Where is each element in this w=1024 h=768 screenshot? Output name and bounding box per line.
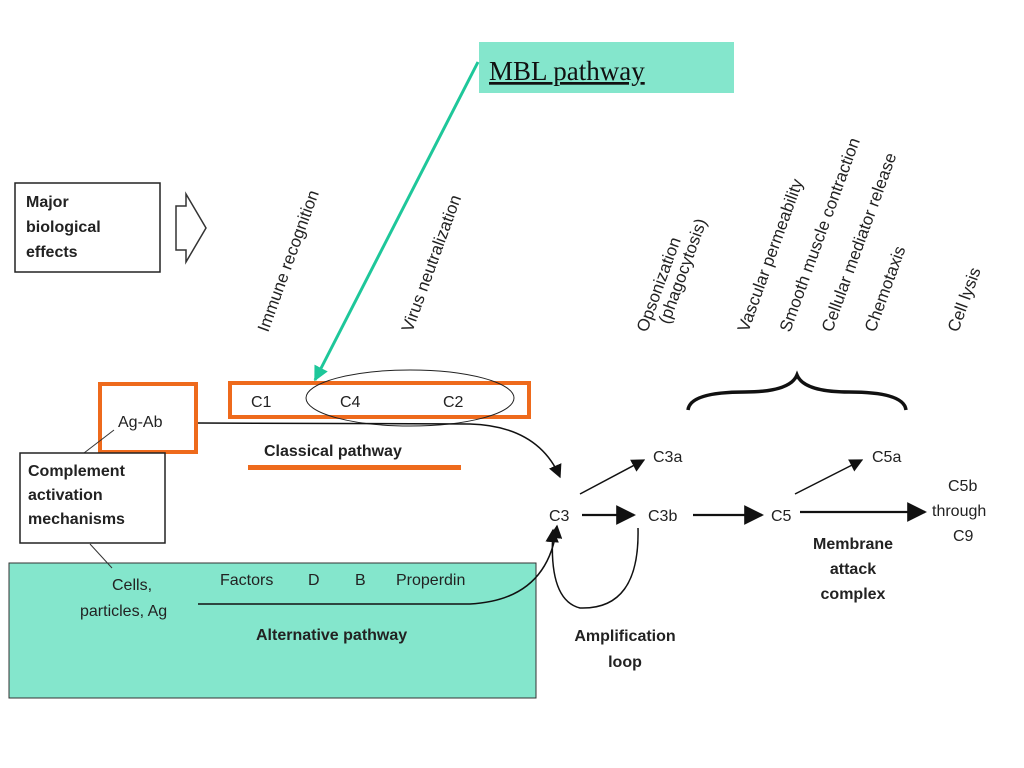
ag-ab-label: Ag-Ab bbox=[118, 414, 163, 431]
ag-ab-box bbox=[98, 382, 198, 454]
c5b-line3: C9 bbox=[953, 528, 974, 545]
alternative-arrow bbox=[198, 524, 563, 605]
c5b-line2: through bbox=[932, 503, 986, 520]
c3-to-c3a-arrow bbox=[579, 459, 646, 495]
cells-line1: Cells, bbox=[112, 577, 152, 594]
classical-components-box bbox=[228, 381, 531, 419]
c3-label: C3 bbox=[549, 508, 570, 525]
effect-chemotaxis: Chemotaxis bbox=[861, 244, 910, 335]
alternative-pathway-label: Alternative pathway bbox=[256, 627, 407, 644]
mbl-arrow bbox=[313, 61, 480, 382]
c5b-line1: C5b bbox=[948, 478, 977, 495]
amplification-loop-arrow bbox=[545, 527, 639, 609]
properdin-label: Properdin bbox=[396, 572, 465, 589]
major-effects-line2: biological bbox=[26, 219, 101, 236]
alternative-pathway-box bbox=[8, 562, 537, 699]
mbl-pathway-box bbox=[479, 42, 734, 93]
effects-brace bbox=[686, 370, 908, 411]
factors-label: Factors bbox=[220, 572, 273, 589]
factor-b-label: B bbox=[355, 572, 366, 589]
amplification-line2: loop bbox=[608, 654, 642, 671]
cells-line2: particles, Ag bbox=[80, 603, 167, 620]
effect-virus-neutralization: Virus neutralization bbox=[398, 192, 465, 334]
mac-line2: attack bbox=[830, 561, 876, 578]
svg-text:Major biological effec: Major biological effects bbox=[26, 194, 105, 261]
c3b-label: C3b bbox=[648, 508, 677, 525]
hollow-right-arrow bbox=[175, 191, 207, 265]
major-effects-line1: Major bbox=[26, 194, 69, 211]
cells-connector bbox=[89, 543, 113, 569]
c5-label: C5 bbox=[771, 508, 792, 525]
classical-underline bbox=[248, 465, 461, 470]
mechanisms-line1: Complement bbox=[28, 463, 126, 480]
mechanisms-line2: activation bbox=[28, 487, 103, 504]
effect-immune-recognition: Immune recognition bbox=[254, 188, 323, 335]
c5a-label: C5a bbox=[872, 449, 901, 466]
effect-cell-lysis: Cell lysis bbox=[944, 265, 985, 335]
c2-label: C2 bbox=[443, 394, 464, 411]
agab-connector bbox=[83, 429, 115, 454]
c1-label: C1 bbox=[251, 394, 272, 411]
effect-smooth-muscle: Smooth muscle contraction bbox=[776, 135, 864, 334]
c4-c2-ellipse bbox=[305, 369, 515, 427]
mbl-pathway-label: MBL pathway bbox=[489, 56, 645, 86]
mac-line3: complex bbox=[821, 586, 886, 603]
svg-text:Complement activation: Complement activation mechanisms bbox=[28, 463, 129, 528]
major-effects-box bbox=[14, 182, 161, 273]
amplification-line1: Amplification bbox=[574, 628, 675, 645]
c4-label: C4 bbox=[340, 394, 361, 411]
classical-pathway-label: Classical pathway bbox=[264, 443, 402, 460]
c3a-label: C3a bbox=[653, 449, 682, 466]
mechanisms-line3: mechanisms bbox=[28, 511, 125, 528]
major-effects-line3: effects bbox=[26, 244, 78, 261]
mac-line1: Membrane bbox=[813, 536, 893, 553]
c5-to-c5a-arrow bbox=[794, 459, 864, 495]
classical-arrow bbox=[197, 422, 562, 479]
factor-d-label: D bbox=[308, 572, 320, 589]
mechanisms-box bbox=[19, 452, 166, 544]
